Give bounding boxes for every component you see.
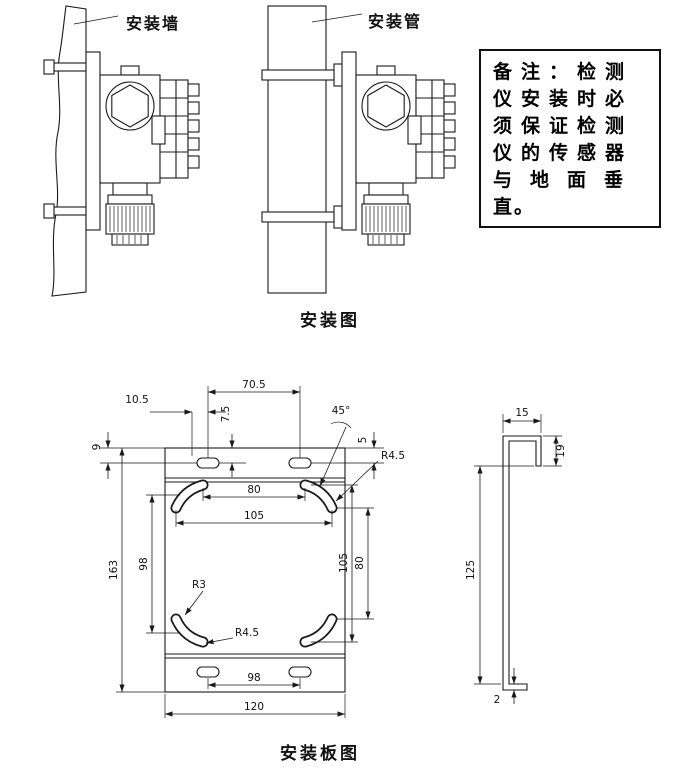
dim-total-height: 163 xyxy=(108,560,120,580)
dim-bottom-slot-spacing: 98 xyxy=(247,672,260,684)
mount-flange xyxy=(341,51,357,231)
installation-caption: 安装图 xyxy=(300,311,360,330)
note-prefix: 备注： xyxy=(493,62,578,83)
dim-total-width: 120 xyxy=(244,701,264,713)
dim-slot-vertical-offset: 7.5 xyxy=(220,406,232,423)
radius-leader-top xyxy=(335,460,379,502)
mount-flange xyxy=(85,51,101,231)
plate-front-view: 70.5 7.5 10.5 45° 9 5 R4.5 80 105 163 98… xyxy=(91,379,405,718)
dim-bottom-slot-radius: R4.5 xyxy=(235,627,259,639)
dim-right-outer-spacing: 105 xyxy=(338,553,350,573)
note-box: 备注：检测 仪安装时必 须保证检测 仪的传感器 与地面垂 直。 xyxy=(479,49,661,228)
dim-right-offset: 5 xyxy=(357,437,369,444)
plate-side-view: 15 19 125 2 xyxy=(465,407,567,706)
angle-leader xyxy=(319,426,347,487)
clamp-band-bottom xyxy=(261,211,335,223)
pipe-mount-view xyxy=(261,5,456,294)
dim-lip-height: 19 xyxy=(555,444,567,457)
dim-thickness: 2 xyxy=(494,694,501,706)
note-line-2: 仪安装时必 xyxy=(493,89,634,110)
bottom-slot-right xyxy=(288,666,312,678)
dim-left-offset: 9 xyxy=(91,444,103,451)
note-line-1-text: 检测 xyxy=(577,62,634,83)
dim-inner-slot-spacing: 80 xyxy=(247,484,260,496)
dim-top-slot-radius: R4.5 xyxy=(381,450,405,462)
pipe-shape xyxy=(267,5,327,294)
pipe-label: 安装管 xyxy=(368,14,423,31)
note-line-4: 仪的传感器 xyxy=(493,143,634,164)
note-line-3: 须保证检测 xyxy=(493,116,634,137)
bolt-bottom xyxy=(43,203,55,219)
dim-edge-offset: 10.5 xyxy=(125,394,148,406)
bracket-profile xyxy=(502,435,542,691)
angle-arc xyxy=(330,421,352,429)
wall-leader-line xyxy=(73,15,119,25)
note-line-5: 与地面垂 xyxy=(493,170,642,191)
dim-fillet-radius: R3 xyxy=(192,579,206,591)
plate-caption: 安装板图 xyxy=(280,744,360,763)
note-line-1: 备注：检测 xyxy=(493,59,649,86)
dim-body-height: 125 xyxy=(465,560,477,580)
wall-label: 安装墙 xyxy=(126,16,181,33)
note-line-6: 直。 xyxy=(493,197,536,218)
radius-leader-bottom xyxy=(205,637,234,645)
dim-outer-slot-spacing: 105 xyxy=(244,510,264,522)
bottom-slot-left xyxy=(196,666,220,678)
wall-shape xyxy=(51,5,87,297)
dim-right-inner-spacing: 80 xyxy=(354,556,366,569)
wall-mount-view xyxy=(43,5,200,297)
pipe-leader-line xyxy=(311,13,363,23)
dim-top-slot-spacing: 70.5 xyxy=(242,379,265,391)
clamp-band-top xyxy=(261,69,335,81)
bolt-top xyxy=(43,59,55,75)
dim-slot-angle: 45° xyxy=(332,405,351,417)
radius-leader-r3 xyxy=(184,590,204,616)
dim-flange-width: 15 xyxy=(515,407,528,419)
dim-left-slot-spacing: 98 xyxy=(138,557,150,570)
